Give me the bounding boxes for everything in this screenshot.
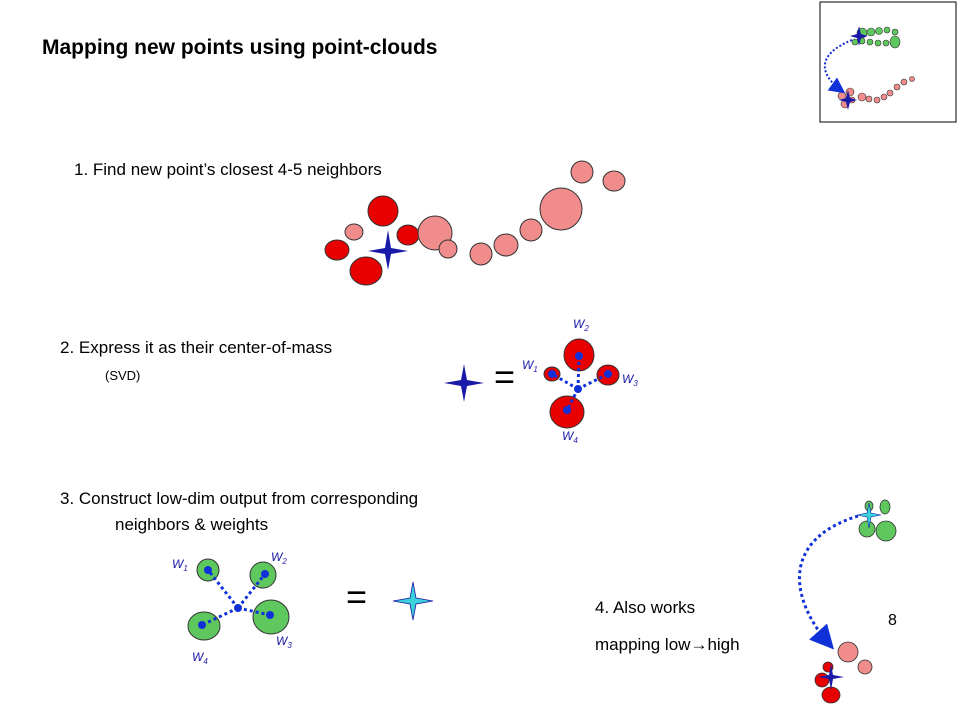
weight-label-w2: W2 (573, 317, 589, 333)
equals-sign-step-2: = (494, 356, 516, 397)
step-3-text-line-2: neighbors & weights (115, 515, 269, 534)
thumbnail-pink-cluster (837, 76, 915, 110)
step-1-point-cloud (324, 160, 626, 286)
step-4-low-to-high (797, 499, 897, 704)
cloud-point (469, 242, 493, 266)
thumbnail-star-icon (850, 26, 868, 46)
step-3-text-line-1: 3. Construct low-dim output from corresp… (60, 489, 419, 508)
slide-title: Mapping new points using point-clouds (42, 36, 438, 59)
weight-label-w4: W4 (562, 429, 578, 445)
thumbnail-frame (819, 1, 957, 123)
low-dim-center-dot (234, 604, 242, 612)
new-point-star-icon-2 (444, 364, 484, 402)
thumbnail-star-icon-2 (839, 90, 857, 110)
page-number: 8 (888, 612, 897, 629)
cloud-point (570, 160, 594, 184)
center-of-mass-dot (574, 385, 582, 393)
neighbor-point (367, 195, 399, 227)
step-1-text: 1. Find new point’s closest 4-5 neighbor… (74, 160, 382, 179)
low-dim-star-icon (856, 502, 882, 529)
step-2-note: (SVD) (105, 368, 141, 383)
cloud-point (438, 239, 458, 259)
neighbor-point (349, 256, 383, 286)
low-to-high-arrow (797, 514, 859, 650)
weight-label-w2-low: W2 (271, 550, 287, 566)
cloud-point (519, 218, 543, 242)
cloud-point (344, 223, 364, 241)
weight-label-w1: W1 (522, 358, 538, 374)
step-4-mapping-high: high (707, 635, 740, 654)
step-4-text-line-1: 4. Also works (595, 598, 696, 617)
thumbnail-preview (819, 1, 957, 123)
step-3-low-dim-reconstruction: W1 W2 W3 W4 (172, 550, 434, 666)
weight-label-w3-low: W3 (276, 634, 292, 650)
weight-label-w3: W3 (622, 372, 638, 388)
neighbor-point (396, 224, 420, 246)
step-4-mapping-low: mapping low (595, 635, 691, 654)
cloud-point (602, 170, 626, 192)
neighbor-point (324, 239, 350, 261)
output-star-icon (392, 581, 434, 621)
thumbnail-green-cluster (850, 26, 901, 49)
high-dim-star-icon (818, 664, 844, 690)
equals-sign-step-3: = (346, 576, 368, 617)
step-2-text: 2. Express it as their center-of-mass (60, 338, 333, 357)
step-2-center-of-mass: W2 W1 W3 W4 (444, 317, 638, 445)
new-point-star-icon (368, 230, 408, 270)
right-arrow-icon: → (690, 635, 708, 654)
weight-label-w4-low: W4 (192, 650, 208, 666)
weight-label-w1-low: W1 (172, 557, 188, 573)
cloud-point (539, 187, 583, 231)
cloud-point (493, 233, 519, 257)
step-4-text-line-2: mapping low→high (595, 635, 740, 655)
